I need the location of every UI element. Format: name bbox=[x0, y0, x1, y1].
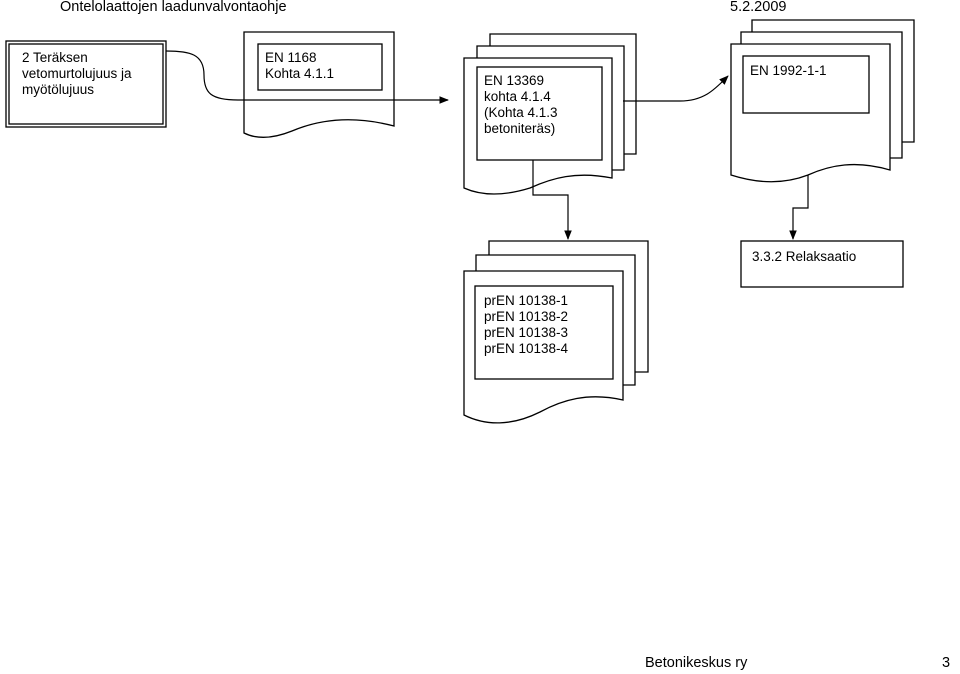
en13369-line: kohta 4.1.4 bbox=[484, 89, 551, 104]
start-box-line: vetomurtolujuus ja bbox=[22, 66, 132, 81]
connector-en13369-to-en1992 bbox=[623, 75, 729, 102]
en1992-line: EN 1992-1-1 bbox=[750, 63, 827, 78]
en13369-label: EN 13369 kohta 4.1.4 (Kohta 4.1.3 betoni… bbox=[484, 73, 558, 137]
pren10138-line: prEN 10138-4 bbox=[484, 341, 569, 356]
connector-en1992-to-relaksaatio bbox=[789, 175, 809, 240]
en1168-line: Kohta 4.1.1 bbox=[265, 66, 335, 81]
footer-organization: Betonikeskus ry bbox=[645, 655, 748, 671]
start-box-inner-frame bbox=[8, 43, 164, 125]
en13369-line: (Kohta 4.1.3 bbox=[484, 105, 558, 120]
pren10138-label: prEN 10138-1 prEN 10138-2 prEN 10138-3 p… bbox=[484, 293, 568, 357]
relaksaatio-label: 3.3.2 Relaksaatio bbox=[752, 249, 856, 265]
en1992-label-frame bbox=[742, 55, 870, 114]
footer-page-number: 3 bbox=[942, 655, 951, 671]
start-box-line: myötölujuus bbox=[22, 82, 95, 97]
document-title: Ontelolaattojen laadunvalvontaohje bbox=[60, 0, 287, 15]
pren10138-line: prEN 10138-1 bbox=[484, 293, 569, 308]
pren10138-label-frame bbox=[474, 285, 614, 380]
en1168-line: EN 1168 bbox=[265, 50, 317, 65]
connector-start-to-en13369 bbox=[165, 50, 449, 104]
en1992-label: EN 1992-1-1 bbox=[750, 63, 827, 79]
document-date: 5.2.2009 bbox=[730, 0, 787, 15]
start-box-label: 2 Teräksen vetomurtolujuus ja myötölujuu… bbox=[22, 50, 132, 98]
relaksaatio-line: 3.3.2 Relaksaatio bbox=[752, 249, 857, 264]
pren10138-line: prEN 10138-3 bbox=[484, 325, 569, 340]
en13369-line: betoniteräs) bbox=[484, 121, 556, 136]
connector-en13369-to-pren10138 bbox=[532, 160, 572, 240]
en13369-label-frame bbox=[476, 66, 603, 161]
en1168-label: EN 1168 Kohta 4.1.1 bbox=[265, 50, 334, 82]
en1168-label-frame bbox=[257, 43, 383, 91]
start-box-line: 2 Teräksen bbox=[22, 50, 88, 65]
en13369-line: EN 13369 bbox=[484, 73, 545, 88]
pren10138-line: prEN 10138-2 bbox=[484, 309, 569, 324]
relaksaatio-box-frame bbox=[740, 240, 904, 288]
